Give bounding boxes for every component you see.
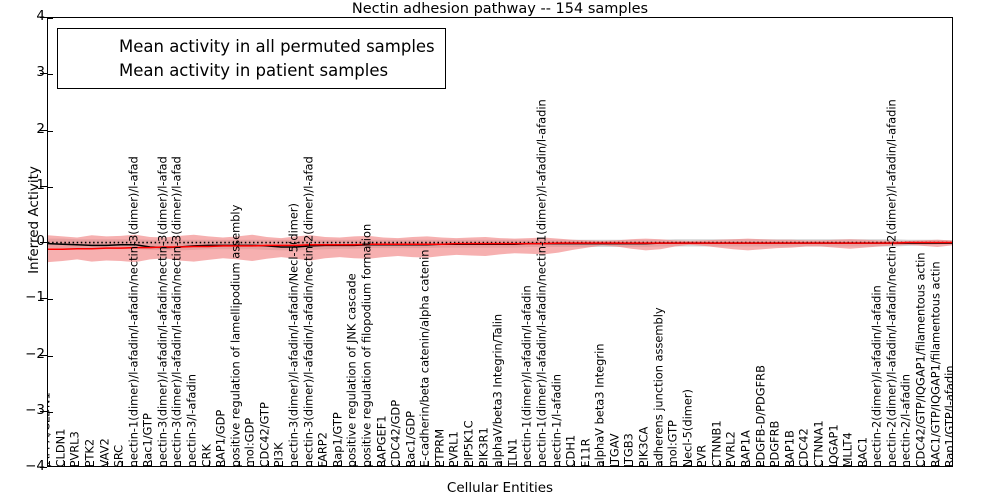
x-tick-mark bbox=[311, 461, 313, 466]
y-tick-mark bbox=[40, 129, 47, 131]
x-tick-mark bbox=[938, 461, 940, 466]
x-tick-mark bbox=[530, 461, 532, 466]
x-tick-mark bbox=[821, 461, 823, 466]
x-tick-mark bbox=[894, 461, 896, 466]
y-tick-mark bbox=[40, 73, 47, 75]
x-tick-mark bbox=[78, 461, 80, 466]
x-axis-title: Cellular Entities bbox=[446, 480, 554, 496]
y-tick-mark bbox=[40, 354, 47, 356]
x-tick-mark bbox=[151, 461, 153, 466]
x-tick-mark bbox=[180, 461, 182, 466]
y-tick-label: −1 bbox=[25, 289, 45, 306]
x-tick-mark bbox=[588, 461, 590, 466]
x-tick-mark bbox=[515, 461, 517, 466]
x-tick-mark bbox=[792, 461, 794, 466]
y-tick-label: 2 bbox=[36, 120, 45, 137]
x-tick-mark bbox=[121, 461, 123, 466]
x-tick-mark bbox=[705, 461, 707, 466]
y-tick-mark-inner bbox=[48, 130, 53, 132]
x-tick-mark bbox=[253, 461, 255, 466]
x-tick-mark bbox=[428, 461, 430, 466]
y-tick-mark-inner bbox=[48, 243, 53, 244]
x-tick-mark bbox=[675, 461, 677, 466]
x-tick-mark bbox=[603, 461, 605, 466]
x-tick-mark bbox=[355, 461, 357, 466]
x-tick-mark bbox=[194, 461, 196, 466]
x-tick-mark bbox=[632, 461, 634, 466]
y-tick-mark bbox=[40, 17, 47, 18]
y-tick-mark bbox=[40, 410, 47, 412]
x-tick-mark bbox=[617, 461, 619, 466]
x-tick-mark bbox=[165, 461, 167, 466]
y-tick-label: 1 bbox=[36, 176, 45, 193]
y-tick-mark bbox=[40, 242, 47, 243]
x-tick-mark bbox=[719, 461, 721, 466]
x-tick-mark bbox=[501, 461, 502, 466]
x-tick-mark bbox=[661, 461, 663, 466]
x-tick-mark bbox=[282, 461, 284, 466]
x-tick-mark bbox=[807, 461, 809, 466]
y-tick-mark bbox=[40, 185, 47, 187]
y-tick-mark-inner bbox=[48, 186, 53, 188]
y-tick-mark-inner bbox=[48, 411, 53, 413]
x-tick-mark bbox=[690, 461, 692, 466]
y-tick-label: 4 bbox=[36, 8, 45, 24]
x-tick-mark bbox=[107, 461, 109, 466]
y-tick-mark bbox=[40, 298, 47, 300]
x-tick-mark bbox=[748, 461, 750, 466]
plot-svg bbox=[48, 234, 952, 263]
y-tick-mark bbox=[40, 467, 47, 468]
x-tick-mark bbox=[457, 461, 459, 466]
x-tick-mark bbox=[836, 461, 838, 466]
x-tick-mark bbox=[734, 461, 736, 466]
x-tick-mark bbox=[398, 461, 400, 466]
x-tick-mark bbox=[209, 461, 211, 466]
x-tick-mark bbox=[63, 461, 65, 466]
legend-label-patient: Mean activity in patient samples bbox=[119, 60, 389, 80]
x-tick-mark bbox=[442, 461, 444, 466]
x-tick-mark bbox=[369, 461, 371, 466]
x-tick-mark bbox=[223, 461, 225, 466]
x-tick-mark bbox=[778, 461, 780, 466]
legend-label-permuted: Mean activity in all permuted samples bbox=[119, 36, 435, 56]
y-tick-mark-inner bbox=[48, 18, 53, 19]
x-tick-mark bbox=[763, 461, 765, 466]
series-line-2 bbox=[48, 241, 952, 251]
y-tick-mark-inner bbox=[48, 355, 53, 357]
x-tick-mark bbox=[326, 461, 328, 466]
y-tick-label: −3 bbox=[25, 401, 45, 418]
x-tick-mark bbox=[880, 461, 882, 466]
x-tick-mark bbox=[909, 461, 911, 466]
x-tick-mark bbox=[49, 461, 50, 466]
x-tick-mark bbox=[559, 461, 561, 466]
x-tick-mark bbox=[544, 461, 546, 466]
x-tick-mark bbox=[136, 461, 138, 466]
legend: Mean activity in all permuted samples Me… bbox=[57, 28, 446, 89]
x-tick-mark bbox=[340, 461, 342, 466]
y-tick-mark-inner bbox=[48, 299, 53, 301]
x-tick-mark bbox=[384, 461, 386, 466]
y-tick-label: −2 bbox=[25, 345, 45, 362]
x-tick-mark bbox=[413, 461, 415, 466]
legend-item-patient: Mean activity in patient samples bbox=[65, 58, 435, 82]
x-tick-mark bbox=[267, 461, 269, 466]
y-tick-label: 0 bbox=[36, 233, 45, 249]
chart-title: Nectin adhesion pathway -- 154 samples bbox=[351, 1, 649, 17]
x-tick-mark bbox=[486, 461, 488, 466]
patient-samples-band bbox=[48, 234, 952, 263]
legend-item-permuted: Mean activity in all permuted samples bbox=[65, 34, 435, 58]
x-tick-mark bbox=[646, 461, 648, 466]
y-tick-label: −4 bbox=[25, 458, 45, 474]
x-tick-mark bbox=[92, 461, 94, 466]
x-tick-mark bbox=[850, 461, 852, 466]
x-tick-mark bbox=[296, 461, 298, 466]
x-tick-mark bbox=[923, 461, 925, 466]
x-tick-mark bbox=[238, 461, 240, 466]
x-tick-mark bbox=[865, 461, 867, 466]
y-tick-mark-inner bbox=[48, 74, 53, 76]
y-tick-label: 3 bbox=[36, 64, 45, 81]
x-tick-mark bbox=[573, 461, 575, 466]
plot-area bbox=[47, 17, 953, 467]
x-tick-mark bbox=[471, 461, 473, 466]
